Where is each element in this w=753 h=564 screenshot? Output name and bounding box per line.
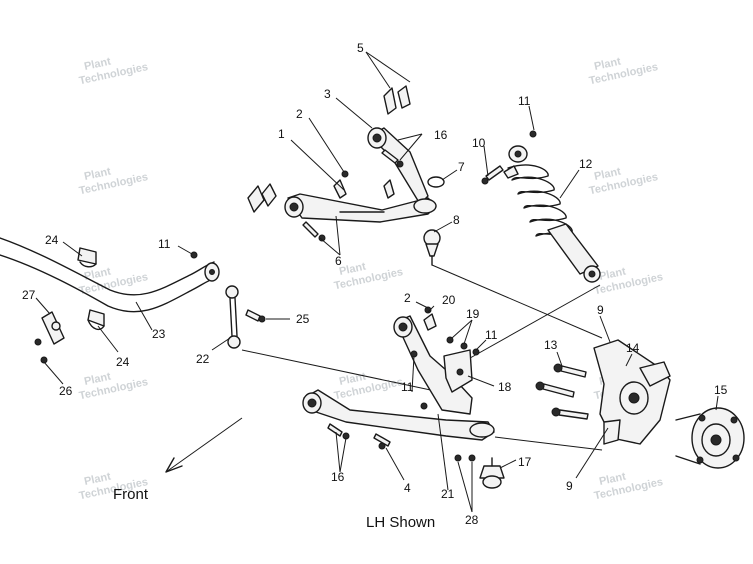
callout-label: 11: [158, 237, 171, 251]
svg-text:Plant: Plant: [83, 266, 112, 283]
callout-label: 27: [22, 288, 36, 302]
callout-label: 22: [196, 352, 210, 366]
callouts: 1 2 3 4 5 6 7 8 9 9 10 11 11 11 11 12 13…: [22, 41, 728, 527]
callout-label: 16: [331, 470, 345, 484]
watermark: Plant Technologies: [78, 56, 149, 88]
bushing-small: [420, 402, 428, 410]
callout-label: 20: [442, 293, 456, 307]
callout-label: 9: [597, 303, 604, 317]
callout-label: 5: [357, 41, 364, 55]
callout-label: 8: [453, 213, 460, 227]
bracket-nut: [472, 348, 480, 356]
stabilizer-bushing-upper: [77, 247, 97, 268]
watermark: Plant Technologies: [588, 56, 659, 88]
callout-leaders: [35, 51, 719, 513]
svg-text:Plant: Plant: [338, 261, 367, 278]
callout-label: 17: [518, 455, 532, 469]
upper-ball-joint: [423, 229, 441, 266]
front-label: Front: [113, 486, 149, 503]
svg-text:Plant: Plant: [83, 56, 112, 73]
svg-text:Plant: Plant: [593, 56, 622, 73]
callout-label: 11: [401, 380, 414, 394]
upper-arm-bolts: [302, 149, 404, 242]
callout-label: 10: [472, 136, 486, 150]
svg-text:Plant: Plant: [598, 471, 627, 488]
svg-text:Plant: Plant: [83, 166, 112, 183]
callout-label: 1: [278, 127, 285, 141]
watermark: Plant Technologies: [78, 371, 149, 403]
callout-label: 7: [458, 160, 465, 174]
callout-label: 4: [404, 481, 411, 495]
svg-text:Plant: Plant: [598, 266, 627, 283]
lower-ball-joint: [479, 457, 505, 489]
shock-absorber: [503, 145, 601, 283]
clip: [423, 313, 437, 331]
watermark: Plant Technologies: [593, 266, 664, 298]
ball-joint-nut: [468, 454, 476, 462]
callout-label: 18: [498, 380, 512, 394]
lower-arm-assembly-line: [494, 436, 603, 451]
stab-bar-nut: [190, 251, 198, 259]
callout-label: 26: [59, 384, 73, 398]
ball-joint-assembly-line: [431, 264, 603, 339]
link-bolt: [245, 309, 266, 323]
assembly-lines: [241, 264, 603, 451]
steering-knuckle: [593, 339, 671, 445]
watermark: Plant Technologies: [588, 166, 659, 198]
knuckle-bolts: [535, 363, 589, 420]
callout-label: 9: [566, 479, 573, 493]
callout-label: 2: [404, 291, 411, 305]
lh-shown-label: LH Shown: [366, 514, 435, 531]
callout-label: 28: [465, 513, 479, 527]
callout-label: 11: [485, 328, 498, 342]
svg-text:Plant: Plant: [83, 471, 112, 488]
callout-label: 12: [579, 157, 593, 171]
grease-fitting: [341, 170, 349, 178]
callout-label: 24: [116, 355, 130, 369]
svg-text:Plant: Plant: [83, 371, 112, 388]
callout-label: 14: [626, 341, 640, 355]
callout-label: 16: [434, 128, 448, 142]
ball-joint-nut: [454, 454, 462, 462]
callout-label: 3: [324, 87, 331, 101]
stabilizer-link: [225, 285, 241, 349]
callout-label: 13: [544, 338, 558, 352]
upper-arm-bushing: [333, 179, 347, 199]
watermark: Plant Technologies: [78, 166, 149, 198]
callout-label: 15: [714, 383, 728, 397]
stabilizer-bushing-lower: [87, 309, 105, 331]
tie-rod-assembly-line: [241, 349, 441, 393]
retaining-ring: [427, 176, 445, 188]
shock-assembly-line: [462, 284, 601, 363]
bushing-bracket: [34, 311, 65, 364]
callout-label: 23: [152, 327, 166, 341]
lower-arm-bolts: [327, 423, 391, 450]
upper-arm-bushing: [383, 179, 395, 199]
stabilizer-bar: [0, 237, 220, 313]
watermark: Plant Technologies: [593, 471, 664, 503]
svg-text:Plant: Plant: [593, 166, 622, 183]
upper-arm-clips: [247, 85, 411, 213]
upper-control-arm: [284, 127, 437, 223]
shock-mount-bracket: [443, 349, 473, 393]
shock-bolt: [481, 165, 504, 185]
grease-fitting: [424, 306, 432, 314]
callout-label: 2: [296, 107, 303, 121]
callout-label: 11: [518, 94, 531, 108]
front-direction-arrow: [165, 417, 243, 473]
callout-label: 25: [296, 312, 310, 326]
callout-label: 24: [45, 233, 59, 247]
callout-label: 21: [441, 487, 455, 501]
watermarks: Plant Technologies Plant Technologies Pl…: [78, 56, 664, 503]
bracket-bolt: [446, 336, 454, 344]
wheel-hub: [675, 407, 745, 469]
shock-nut: [529, 130, 537, 138]
callout-label: 19: [466, 307, 480, 321]
callout-label: 6: [335, 254, 342, 268]
watermark: Plant Technologies: [333, 371, 404, 403]
